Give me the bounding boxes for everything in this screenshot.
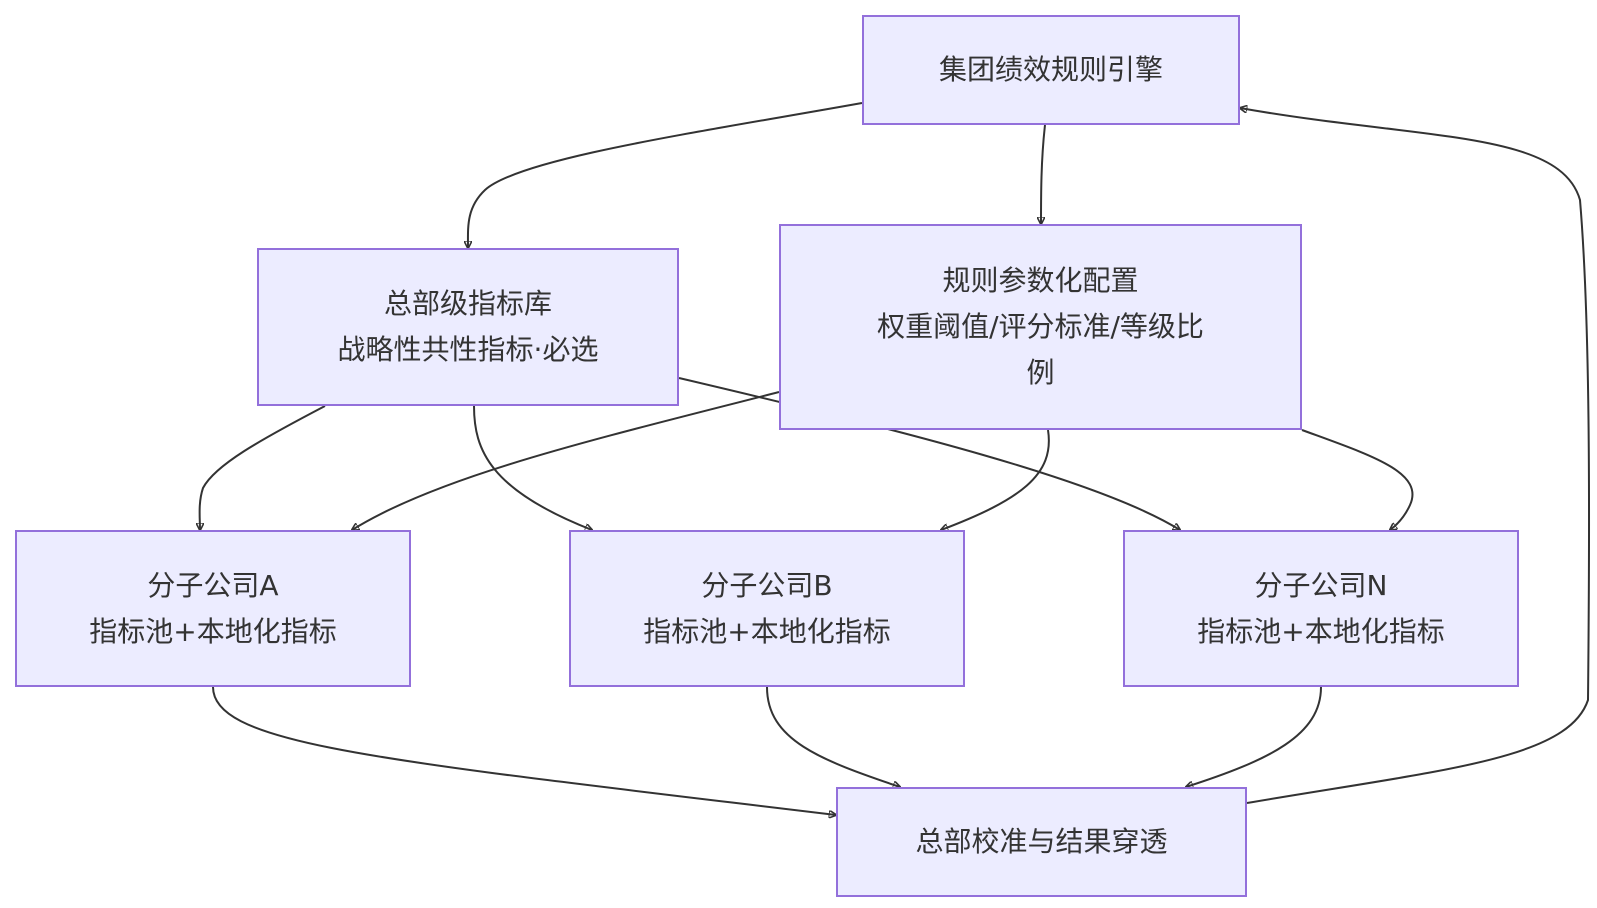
node-hq-calibration[interactable]: 总部校准与结果穿透	[836, 787, 1247, 897]
edge-config-to-company-b	[941, 429, 1050, 530]
node-subsidiary-n[interactable]: 分子公司N 指标池+本地化指标	[1123, 530, 1519, 687]
node-label-line: 战略性共性指标·必选	[337, 333, 599, 366]
edge-library-to-company-b	[473, 405, 592, 530]
node-label-line: 指标池+本地化指标	[1197, 614, 1445, 648]
node-label-line: 集团绩效规则引擎	[938, 53, 1163, 86]
node-rule-parameter-config[interactable]: 规则参数化配置 权重阈值/评分标准/等级比 例	[779, 224, 1302, 430]
edge-config-to-company-n	[1301, 429, 1414, 530]
node-subsidiary-b[interactable]: 分子公司B 指标池+本地化指标	[569, 530, 965, 687]
edge-engine-to-library	[468, 102, 863, 248]
edge-library-to-company-a	[200, 405, 326, 530]
node-label-line: 例	[1026, 356, 1055, 389]
edge-company-a-to-calibration	[212, 686, 836, 815]
node-group-rule-engine[interactable]: 集团绩效规则引擎	[862, 15, 1240, 125]
node-subsidiary-a[interactable]: 分子公司A 指标池+本地化指标	[15, 530, 411, 687]
node-label-line: 总部级指标库	[383, 287, 552, 320]
node-label-line: 分子公司A	[147, 568, 279, 602]
edge-company-n-to-calibration	[1186, 686, 1322, 787]
edge-calibration-to-engine	[1240, 108, 1591, 804]
node-label-line: 规则参数化配置	[942, 264, 1139, 297]
node-label-line: 分子公司N	[1254, 568, 1388, 602]
node-hq-indicator-library[interactable]: 总部级指标库 战略性共性指标·必选	[257, 248, 679, 406]
node-label-line: 指标池+本地化指标	[89, 614, 337, 648]
node-label-line: 分子公司B	[701, 568, 833, 602]
node-label-line: 指标池+本地化指标	[643, 614, 891, 648]
node-label-line: 权重阈值/评分标准/等级比	[877, 310, 1204, 343]
edge-engine-to-config	[1041, 124, 1046, 224]
edge-company-b-to-calibration	[766, 686, 900, 787]
node-label-line: 总部校准与结果穿透	[915, 825, 1168, 858]
edge-library-to-company-n	[678, 377, 1180, 530]
edge-config-to-company-a	[352, 391, 780, 530]
